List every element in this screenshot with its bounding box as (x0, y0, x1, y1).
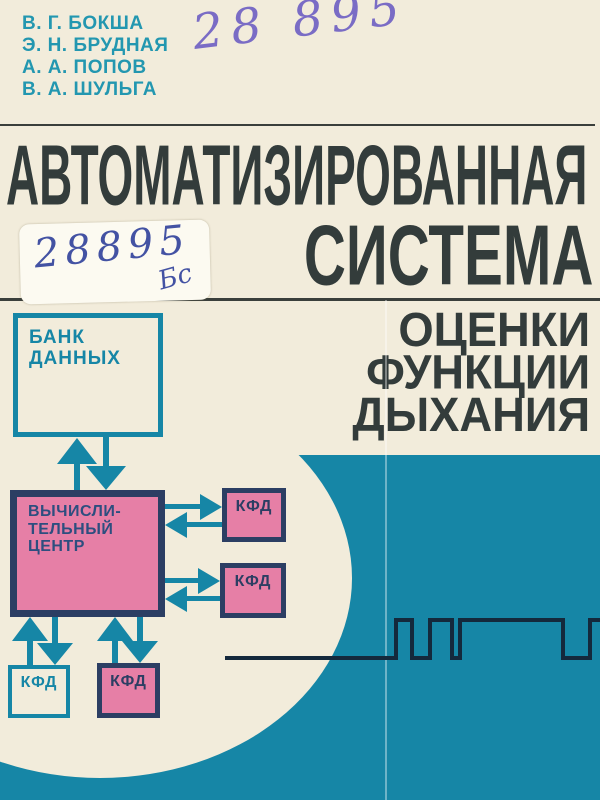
data-bank-box: БАНК ДАННЫХ (13, 313, 163, 437)
title-line-2: СИСТЕМА (303, 206, 593, 303)
subtitle-block: ОЦЕНКИ ФУНКЦИИ ДЫХАНИЯ (352, 302, 590, 442)
authors-block: В. Г. БОКША Э. Н. БРУДНАЯ А. А. ПОПОВ В.… (22, 13, 168, 101)
computing-center-label: ТЕЛЬНЫЙ (28, 520, 114, 538)
title-line-1: АВТОМАТИЗИРОВАННАЯ (6, 126, 588, 223)
kfd-box-3: КФД (8, 665, 70, 718)
library-sticker: 28895 Бс (18, 217, 212, 305)
subtitle-line: ДЫХАНИЯ (352, 387, 590, 442)
top-divider-rule (0, 124, 595, 126)
data-bank-label: ДАННЫХ (29, 348, 121, 369)
subtitle-line: ФУНКЦИИ (366, 344, 590, 399)
kfd-box-4: КФД (97, 663, 160, 718)
data-bank-label: БАНК (29, 327, 85, 348)
handwritten-accession-number: 28 895 (189, 0, 411, 61)
kfd-box-1: КФД (222, 488, 286, 542)
paper-crease (385, 300, 387, 800)
computing-center-label: ВЫЧИСЛИ- (28, 503, 122, 520)
computing-center-box: ВЫЧИСЛИ- ТЕЛЬНЫЙ ЦЕНТР (10, 490, 165, 617)
kfd-box-2: КФД (220, 563, 286, 618)
author-name: Э. Н. БРУДНАЯ (22, 35, 169, 56)
mid-divider-rule (0, 298, 600, 301)
author-name: А. А. ПОПОВ (22, 57, 147, 78)
computing-center-label: ЦЕНТР (28, 538, 85, 555)
author-name: В. Г. БОКША (22, 13, 144, 34)
subtitle-line: ОЦЕНКИ (398, 302, 590, 357)
author-name: В. А. ШУЛЬГА (22, 79, 158, 100)
